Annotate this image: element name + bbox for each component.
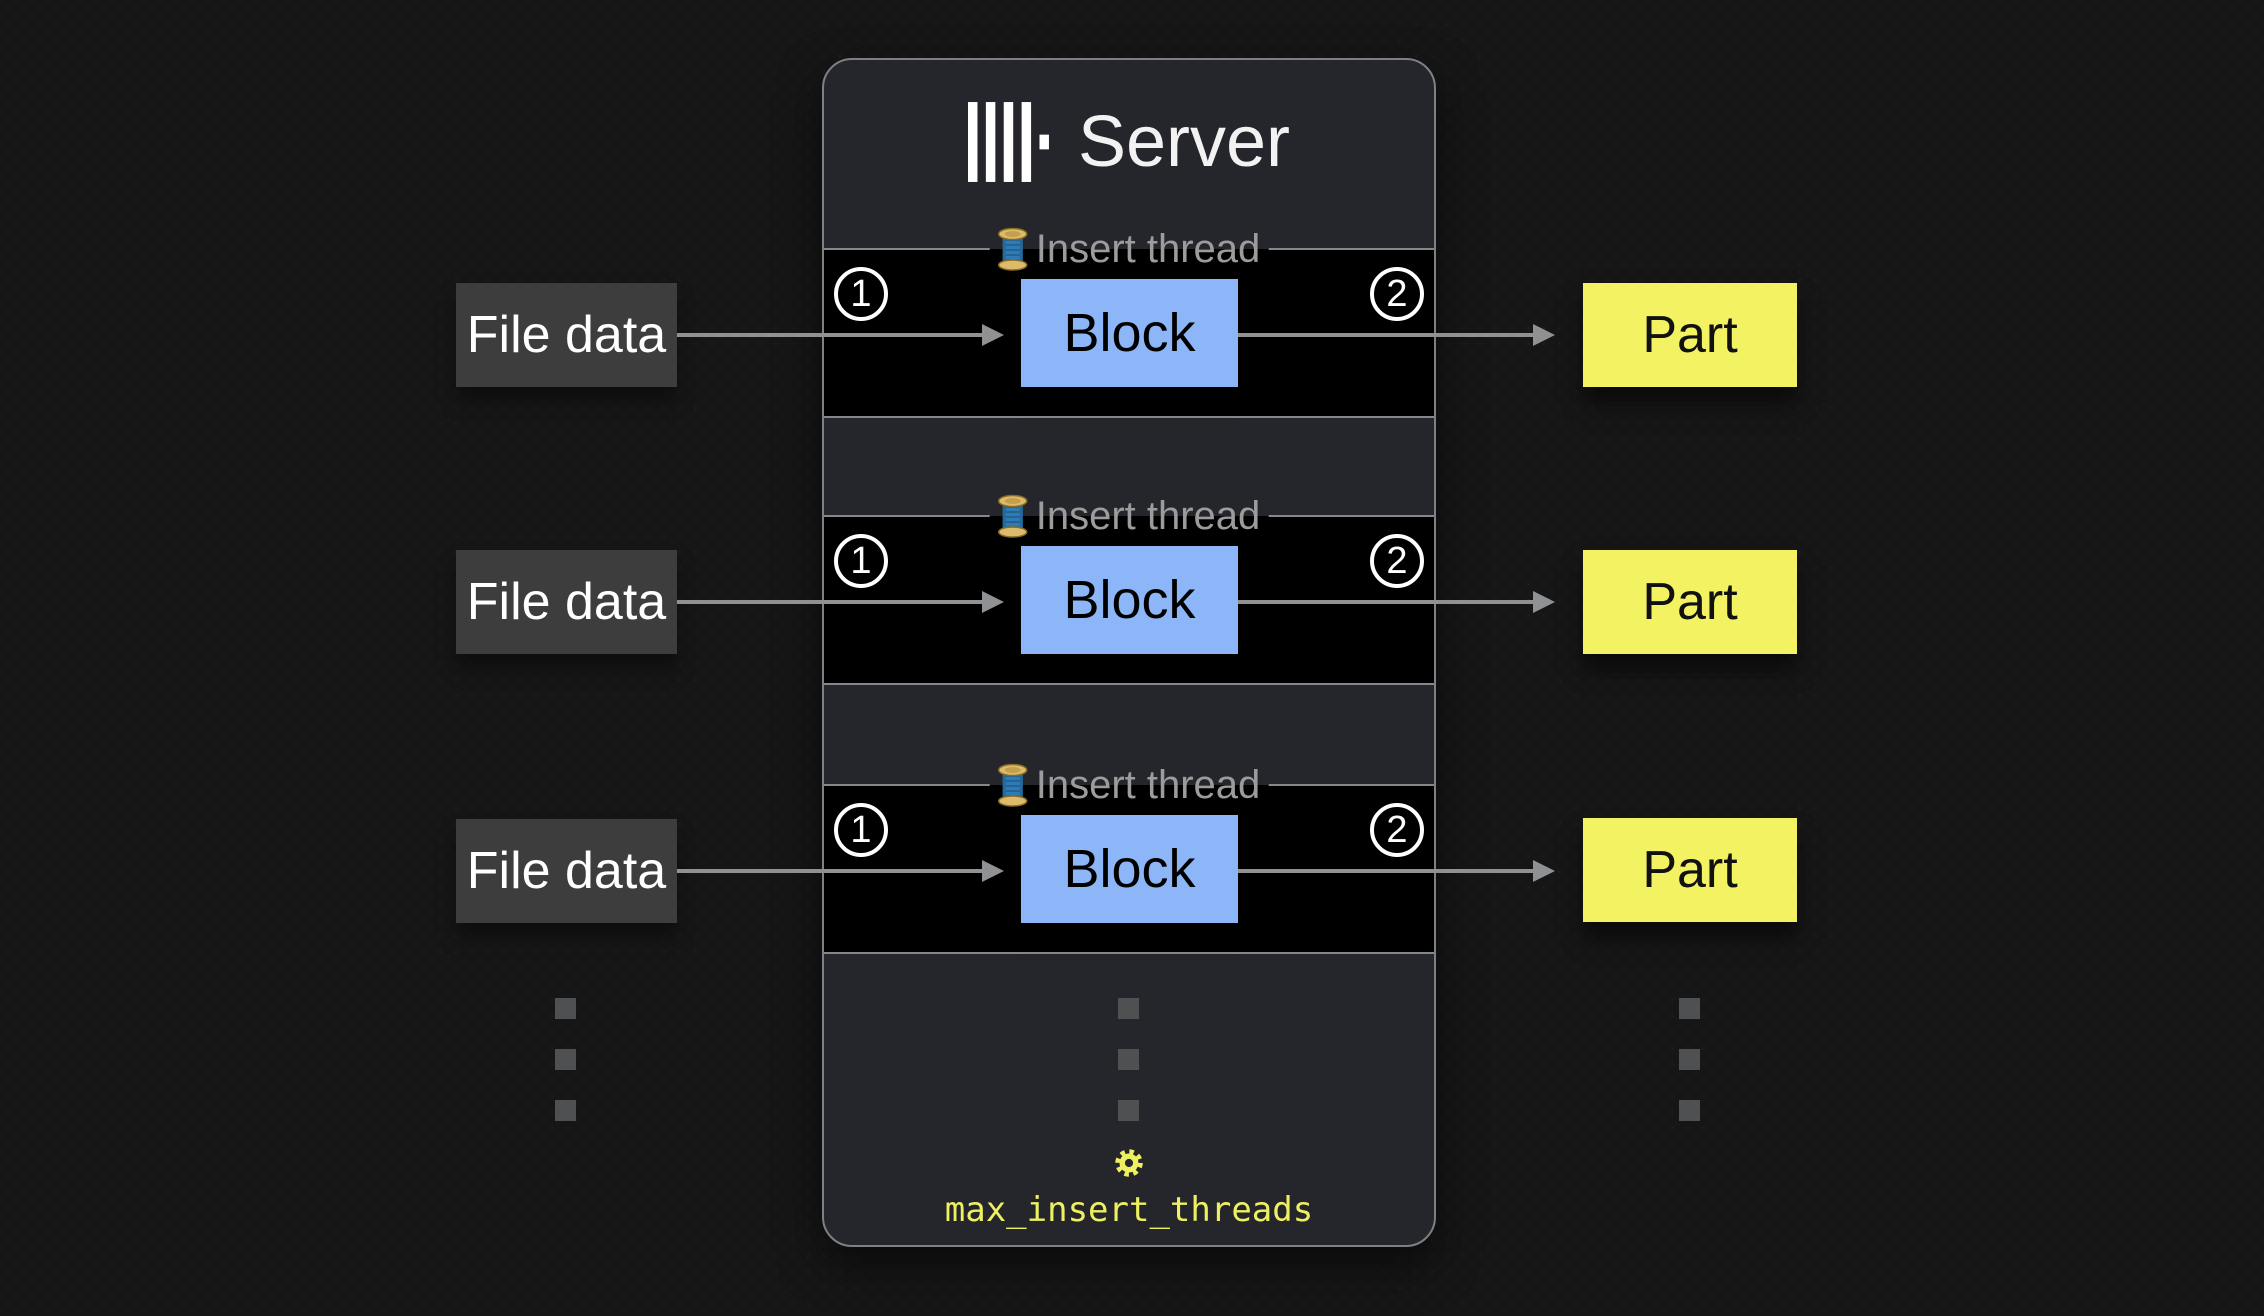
arrow-file-to-block <box>677 324 1004 346</box>
ellipsis-dot <box>1118 1049 1139 1070</box>
insert-thread-legend: Insert thread <box>989 493 1269 538</box>
thread-spool-icon <box>997 227 1028 271</box>
clickhouse-logo-icon <box>967 102 1049 182</box>
ellipsis-dot <box>1679 998 1700 1019</box>
ellipsis-dot <box>555 1100 576 1121</box>
step-1-badge: 1 <box>834 534 888 588</box>
ellipsis-dot <box>1679 1049 1700 1070</box>
step-2-badge: 2 <box>1370 267 1424 321</box>
arrow-file-to-block <box>677 591 1004 613</box>
file-data-box: File data <box>456 819 677 923</box>
insert-thread-legend: Insert thread <box>989 762 1269 807</box>
arrow-file-to-block <box>677 860 1004 882</box>
insert-thread-label: Insert thread <box>1035 226 1261 271</box>
insert-thread-label: Insert thread <box>1035 493 1261 538</box>
step-1-badge: 1 <box>834 267 888 321</box>
file-data-box: File data <box>456 283 677 387</box>
insert-thread-label: Insert thread <box>1035 762 1261 807</box>
arrow-block-to-part <box>1238 860 1555 882</box>
insert-thread-section-1: Insert thread 1 Block 2 <box>824 227 1434 418</box>
gear-icon <box>1115 1149 1143 1177</box>
part-box: Part <box>1583 550 1797 654</box>
ellipsis-column-files <box>555 998 576 1121</box>
arrow-block-to-part <box>1238 324 1555 346</box>
block-box: Block <box>1021 546 1238 654</box>
ellipsis-column-threads <box>1118 998 1139 1121</box>
ellipsis-dot <box>1679 1100 1700 1121</box>
ellipsis-dot <box>1118 998 1139 1019</box>
thread-spool-icon <box>997 763 1028 807</box>
thread-spool-icon <box>997 494 1028 538</box>
ellipsis-dot <box>555 998 576 1019</box>
block-box: Block <box>1021 815 1238 923</box>
server-title: Server <box>824 102 1434 182</box>
block-box: Block <box>1021 279 1238 387</box>
step-2-badge: 2 <box>1370 534 1424 588</box>
setting-label: max_insert_threads <box>944 1190 1314 1231</box>
part-box: Part <box>1583 283 1797 387</box>
step-1-badge: 1 <box>834 803 888 857</box>
ellipsis-dot <box>1118 1100 1139 1121</box>
ellipsis-dot <box>555 1049 576 1070</box>
insert-thread-legend: Insert thread <box>989 226 1269 271</box>
part-box: Part <box>1583 818 1797 922</box>
arrow-block-to-part <box>1238 591 1555 613</box>
ellipsis-column-parts <box>1679 998 1700 1121</box>
server-title-label: Server <box>1077 102 1291 182</box>
file-data-box: File data <box>456 550 677 654</box>
max-insert-threads-setting: max_insert_threads <box>824 1144 1434 1231</box>
step-2-badge: 2 <box>1370 803 1424 857</box>
